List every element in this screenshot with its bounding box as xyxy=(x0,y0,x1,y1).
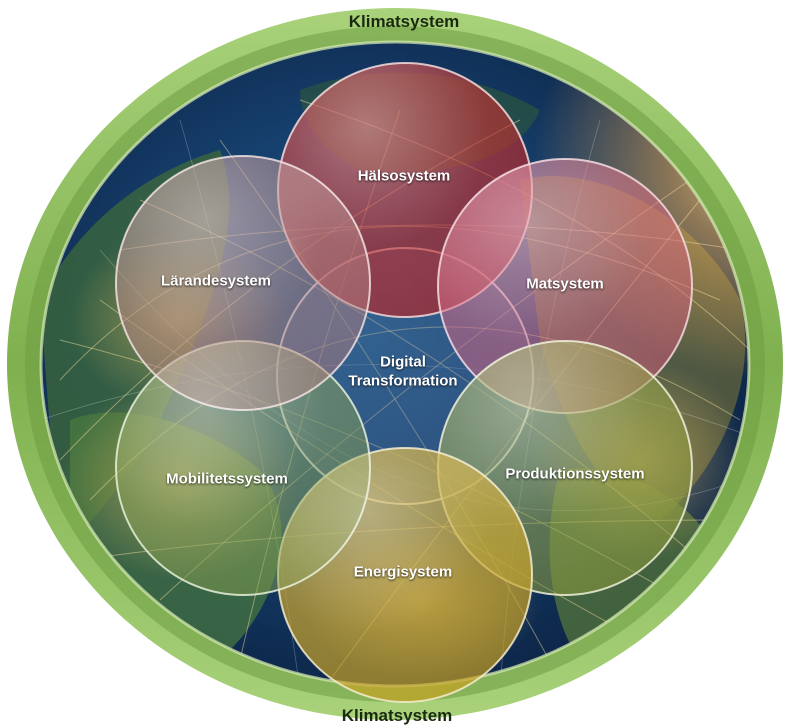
node-label-mobilitet: Mobilitetssystem xyxy=(166,470,288,488)
node-label-mat: Matsystem xyxy=(526,275,604,293)
center-label-line1: Digital xyxy=(380,353,426,371)
node-label-produktion: Produktionssystem xyxy=(505,465,645,483)
center-label: Digital Transformation xyxy=(348,353,457,391)
node-label-energi: Energisystem xyxy=(353,563,453,581)
node-label-halso: Hälsosystem xyxy=(357,167,451,185)
center-label-line2: Transformation xyxy=(348,372,458,389)
climate-label-bottom: Klimatsystem xyxy=(341,706,453,725)
node-bubbles xyxy=(115,62,693,703)
climate-label-top: Klimatsystem xyxy=(348,12,460,31)
node-label-larande: Lärandesystem xyxy=(160,272,272,290)
